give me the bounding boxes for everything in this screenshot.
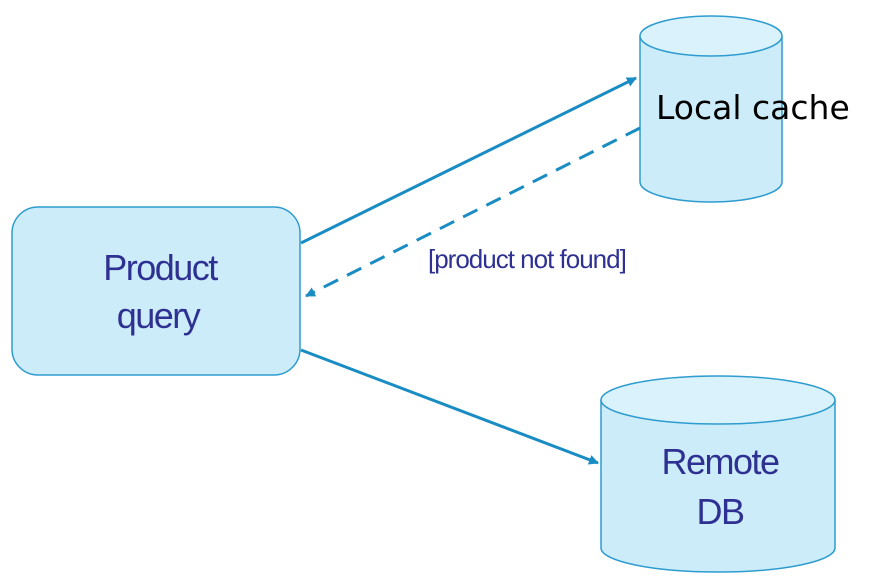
arrow-query-to-remote: [300, 348, 599, 465]
arrow-cache-to-query-dashed: [305, 126, 641, 298]
remote-db-node: [600, 375, 836, 573]
local-cache-node: [639, 15, 783, 203]
product-query-label-line2: query: [117, 295, 201, 336]
product-not-found-label: [product not found]: [428, 244, 626, 274]
product-query-label-line1: Product: [103, 247, 218, 288]
arrow-query-to-cache: [300, 76, 637, 245]
local-cache-label: Local cache: [656, 88, 850, 127]
product-query-node: Product query: [11, 206, 301, 376]
remote-db-label-line1: Remote: [661, 441, 779, 482]
remote-db-label-line2: DB: [696, 491, 743, 532]
